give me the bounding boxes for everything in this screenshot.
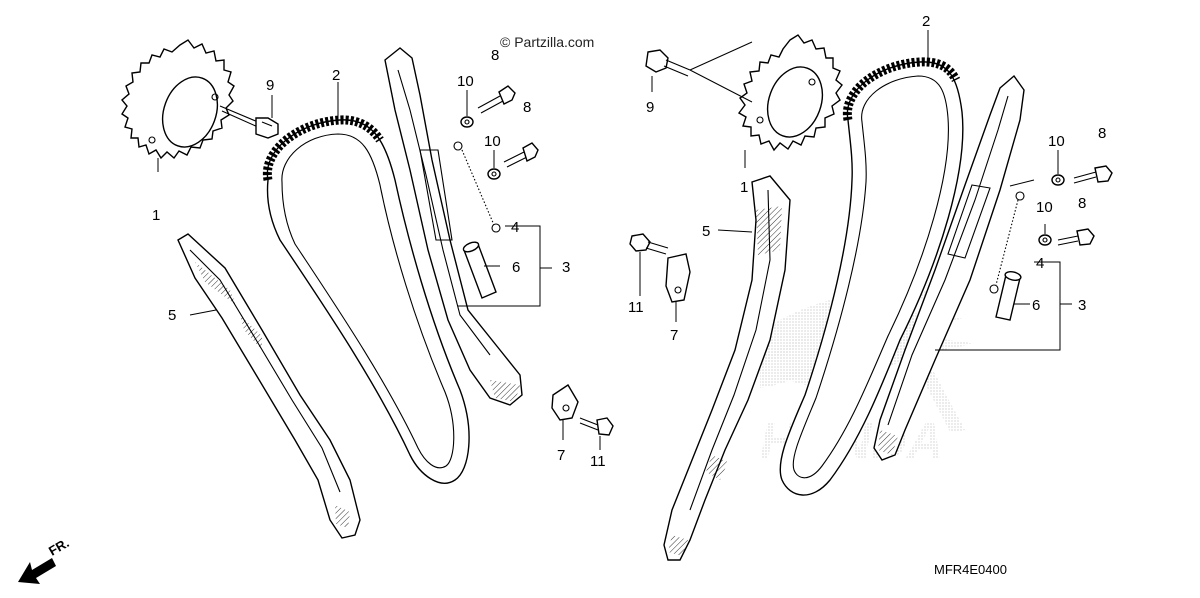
callout-8-upper-left: 8 (491, 47, 499, 64)
bolt-8-lower-right (1057, 228, 1095, 246)
callout-10-upper-left: 10 (457, 73, 474, 90)
bolt-8-lower-left (503, 142, 539, 168)
callout-3-left: 3 (562, 259, 570, 276)
cam-chain-left (262, 115, 470, 484)
bolt-9-left (219, 105, 279, 139)
callout-10-lower-left: 10 (484, 133, 501, 150)
tensioner-arm-left (384, 47, 523, 406)
front-direction-arrow: FR. (18, 535, 72, 584)
chain-guide-right (663, 175, 791, 561)
washer-10-lower-right (1038, 234, 1052, 246)
collar-6-right (995, 271, 1022, 321)
callout-2-left: 2 (332, 67, 340, 84)
tensioner-arm-right (873, 74, 1025, 461)
tensioner-spring-left (453, 141, 501, 233)
callout-3-right: 3 (1078, 297, 1086, 314)
washer-10-lower-left (487, 168, 501, 180)
tensioner-spring-right (989, 191, 1025, 294)
callout-6-right: 6 (1032, 297, 1040, 314)
callout-7-left: 7 (557, 447, 565, 464)
callout-4-right: 4 (1036, 255, 1044, 272)
callout-2-right: 2 (922, 13, 930, 30)
callout-4-left: 4 (511, 219, 519, 236)
washer-10-upper-right (1051, 174, 1065, 186)
callout-7-right: 7 (670, 327, 678, 344)
bracket-7-left (551, 384, 579, 421)
watermark-text: © Partzilla.com (500, 34, 594, 50)
leader-lines-right (639, 30, 1072, 351)
cam-chain-right (779, 57, 964, 496)
front-arrow-label: FR. (46, 535, 72, 558)
callout-1-right: 1 (740, 179, 748, 196)
callout-8-lower-right: 8 (1078, 195, 1086, 212)
leader-lines-left (157, 82, 601, 450)
callout-9-right: 9 (646, 99, 654, 116)
partzilla-watermark: © Partzilla.com (500, 34, 594, 50)
callout-5-right: 5 (702, 223, 710, 240)
collar-6-left (462, 241, 497, 299)
callout-1-left: 1 (152, 207, 160, 224)
bracket-7-right (665, 253, 691, 303)
callout-10-upper-right: 10 (1048, 133, 1065, 150)
cam-sprocket-right (737, 34, 843, 152)
bolt-8-upper-right (1073, 165, 1113, 184)
washer-10-upper-left (460, 116, 474, 128)
callout-5-left: 5 (168, 307, 176, 324)
callout-10-lower-right: 10 (1036, 199, 1053, 216)
callout-11-left: 11 (590, 453, 606, 470)
bolt-11-right (629, 233, 669, 255)
chain-guide-left (177, 233, 361, 539)
callout-9-left: 9 (266, 77, 274, 94)
callout-8-lower-left: 8 (523, 99, 531, 116)
bolt-8-upper-left (477, 85, 516, 114)
callout-11-right: 11 (628, 299, 644, 316)
bolt-9-right (645, 41, 753, 103)
bolt-11-left (579, 417, 614, 436)
cam-sprocket-left (121, 39, 235, 160)
diagram-code: MFR4E0400 (934, 562, 1007, 577)
callout-6-left: 6 (512, 259, 520, 276)
callout-8-upper-right: 8 (1098, 125, 1106, 142)
